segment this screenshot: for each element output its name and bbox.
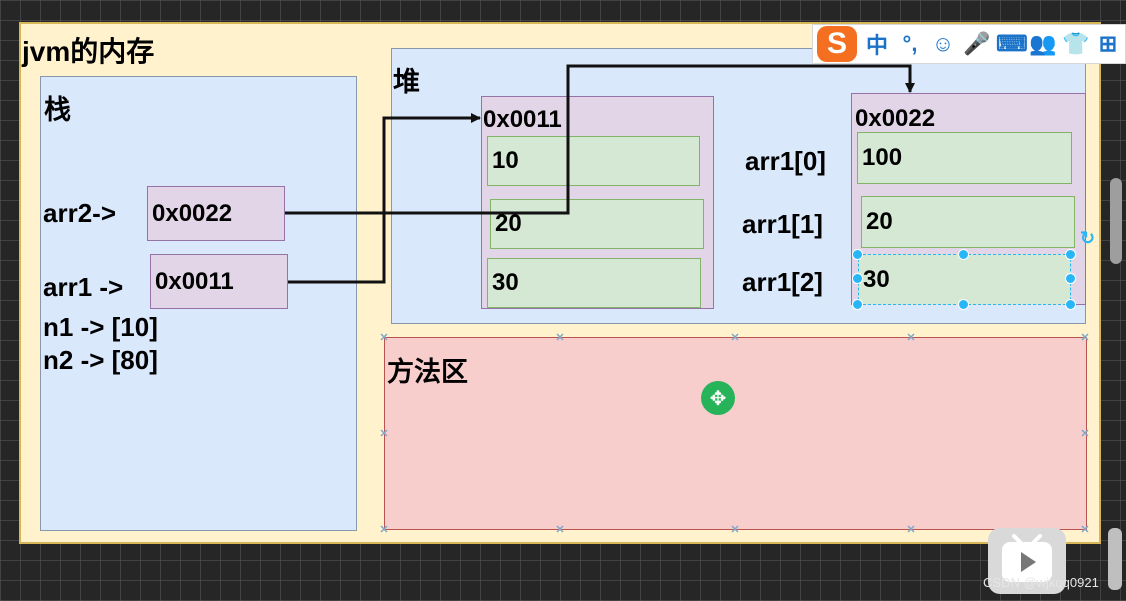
index-label-2: arr1[2] bbox=[742, 267, 823, 297]
emoji-icon[interactable]: ☺ bbox=[931, 31, 955, 56]
arrow-arr1-to-0x0011 bbox=[288, 113, 481, 284]
chinese-mode-icon[interactable]: 中 bbox=[865, 33, 888, 58]
punctuation-icon[interactable]: °, bbox=[902, 31, 918, 56]
stack-label: 栈 bbox=[44, 95, 71, 125]
index-label-0: arr1[0] bbox=[745, 146, 826, 176]
resize-handle-w[interactable] bbox=[852, 273, 863, 284]
array2-element-0[interactable]: 100 bbox=[857, 132, 1072, 184]
heap-label: 堆 bbox=[393, 67, 420, 97]
move-icon[interactable]: ✥ bbox=[701, 381, 735, 415]
toolbox-icon[interactable]: ⊞ bbox=[1098, 31, 1118, 56]
skin-icon[interactable]: 👕 bbox=[1062, 31, 1090, 56]
resize-handle-se[interactable] bbox=[1065, 299, 1076, 310]
vertical-scrollbar[interactable] bbox=[1110, 178, 1122, 264]
arr2-pointer-box[interactable]: 0x0022 bbox=[147, 186, 285, 241]
user-icon[interactable]: 👥 bbox=[1029, 31, 1057, 56]
array1-element-2[interactable]: 30 bbox=[487, 258, 701, 308]
resize-handle-s[interactable] bbox=[958, 299, 969, 310]
keyboard-icon[interactable]: ⌨ bbox=[996, 31, 1028, 56]
array2-address: 0x0022 bbox=[855, 105, 936, 132]
resize-handle-nw[interactable] bbox=[852, 249, 863, 260]
ime-toolbar: S 中 °, ☺ 🎤 ⌨ 👥 👕 ⊞ bbox=[812, 24, 1126, 64]
resize-handle-e[interactable] bbox=[1065, 273, 1076, 284]
arr1-label: arr1 -> bbox=[43, 272, 124, 302]
scrollbar-lower[interactable] bbox=[1108, 528, 1122, 590]
jvm-title: jvm的内存 bbox=[22, 36, 155, 67]
array2-element-1[interactable]: 20 bbox=[861, 196, 1075, 248]
resize-handle-n[interactable] bbox=[958, 249, 969, 260]
n2-variable: n2 -> [80] bbox=[43, 345, 158, 375]
arrow-arr2-to-0x0022 bbox=[285, 64, 915, 215]
play-overlay-icon[interactable] bbox=[988, 528, 1066, 594]
method-area-label: 方法区 bbox=[387, 357, 468, 387]
watermark: CSDN @wjkqq0921 bbox=[983, 575, 1099, 590]
resize-handle-sw[interactable] bbox=[852, 299, 863, 310]
n1-variable: n1 -> [10] bbox=[43, 312, 158, 342]
resize-handle-ne[interactable] bbox=[1065, 249, 1076, 260]
rotate-icon[interactable]: ↻ bbox=[1080, 228, 1096, 248]
arr1-pointer-box[interactable]: 0x0011 bbox=[150, 254, 288, 309]
arr2-label: arr2-> bbox=[43, 198, 116, 228]
microphone-icon[interactable]: 🎤 bbox=[963, 31, 991, 56]
index-label-1: arr1[1] bbox=[742, 209, 823, 239]
array1-element-1[interactable]: 20 bbox=[490, 199, 704, 249]
sogou-logo-icon[interactable]: S bbox=[817, 26, 857, 62]
array1-address: 0x0011 bbox=[483, 106, 562, 133]
array1-element-0[interactable]: 10 bbox=[487, 136, 700, 186]
